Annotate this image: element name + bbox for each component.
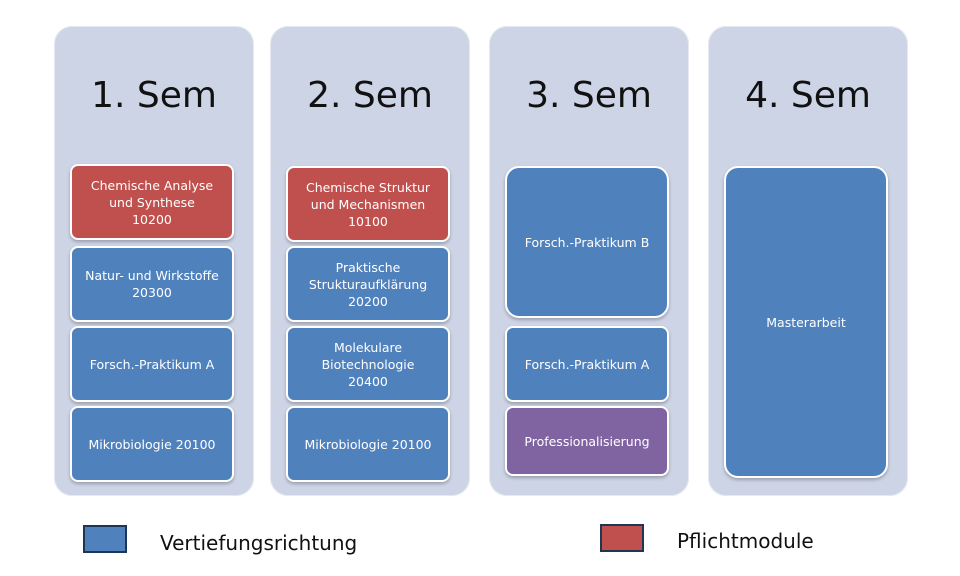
legend-swatch-vertiefung xyxy=(83,525,127,553)
module-line: Praktische xyxy=(335,259,401,275)
semester-title: 1. Sem xyxy=(91,75,217,116)
module-professionalisierung[interactable]: Professionalisierung xyxy=(505,406,669,476)
semester-column-2: 2. Sem Chemische Struktur und Mechanisme… xyxy=(270,26,470,496)
module-forsch-praktikum-a[interactable]: Forsch.-Praktikum A xyxy=(70,326,234,402)
semester-column-4: 4. Sem Masterarbeit xyxy=(708,26,908,496)
legend-swatch-pflicht xyxy=(600,524,644,552)
module-line: Chemische Analyse xyxy=(90,177,214,193)
module-line: 20400 xyxy=(348,373,388,389)
semester-title: 3. Sem xyxy=(526,75,652,116)
module-line: Professionalisierung xyxy=(524,433,650,449)
module-forsch-praktikum-b[interactable]: Forsch.-Praktikum B xyxy=(505,166,669,318)
module-masterarbeit[interactable]: Masterarbeit xyxy=(724,166,888,478)
module-line: 10100 xyxy=(348,213,388,229)
module-line: Forsch.-Praktikum A xyxy=(89,356,215,372)
module-natur-wirkstoffe[interactable]: Natur- und Wirkstoffe 20300 xyxy=(70,246,234,322)
module-molekulare-biotechnologie[interactable]: Molekulare Biotechnologie 20400 xyxy=(286,326,450,402)
legend-label-vertiefung: Vertiefungsrichtung xyxy=(160,531,358,555)
semester-title: 4. Sem xyxy=(745,75,871,116)
module-line: 10200 xyxy=(132,211,172,227)
module-mikrobiologie[interactable]: Mikrobiologie 20100 xyxy=(70,406,234,482)
module-line: Mikrobiologie 20100 xyxy=(88,436,216,452)
semester-column-1: 1. Sem Chemische Analyse und Synthese 10… xyxy=(54,26,254,496)
module-line: Mikrobiologie 20100 xyxy=(304,436,432,452)
module-line: Masterarbeit xyxy=(766,315,846,330)
semester-column-3: 3. Sem Forsch.-Praktikum B Forsch.-Prakt… xyxy=(489,26,689,496)
module-mikrobiologie[interactable]: Mikrobiologie 20100 xyxy=(286,406,450,482)
module-line: und Mechanismen xyxy=(310,196,426,212)
module-chemische-struktur[interactable]: Chemische Struktur und Mechanismen 10100 xyxy=(286,166,450,242)
module-line: Molekulare xyxy=(333,339,403,355)
module-line: und Synthese xyxy=(109,194,195,210)
module-line: 20300 xyxy=(132,285,172,300)
module-line: Forsch.-Praktikum B xyxy=(524,234,650,250)
legend-label-pflicht: Pflichtmodule xyxy=(677,529,814,553)
module-line: Natur- und Wirkstoffe xyxy=(85,268,219,283)
semester-title: 2. Sem xyxy=(307,75,433,116)
module-forsch-praktikum-a[interactable]: Forsch.-Praktikum A xyxy=(505,326,669,402)
module-line: Strukturaufklärung xyxy=(308,276,428,292)
module-line: 20200 xyxy=(348,293,388,309)
module-chemische-analyse[interactable]: Chemische Analyse und Synthese 10200 xyxy=(70,164,234,240)
module-line: Chemische Struktur xyxy=(305,179,431,195)
module-line: Biotechnologie xyxy=(321,356,415,372)
module-strukturaufklaerung[interactable]: Praktische Strukturaufklärung 20200 xyxy=(286,246,450,322)
module-line: Forsch.-Praktikum A xyxy=(524,356,650,372)
